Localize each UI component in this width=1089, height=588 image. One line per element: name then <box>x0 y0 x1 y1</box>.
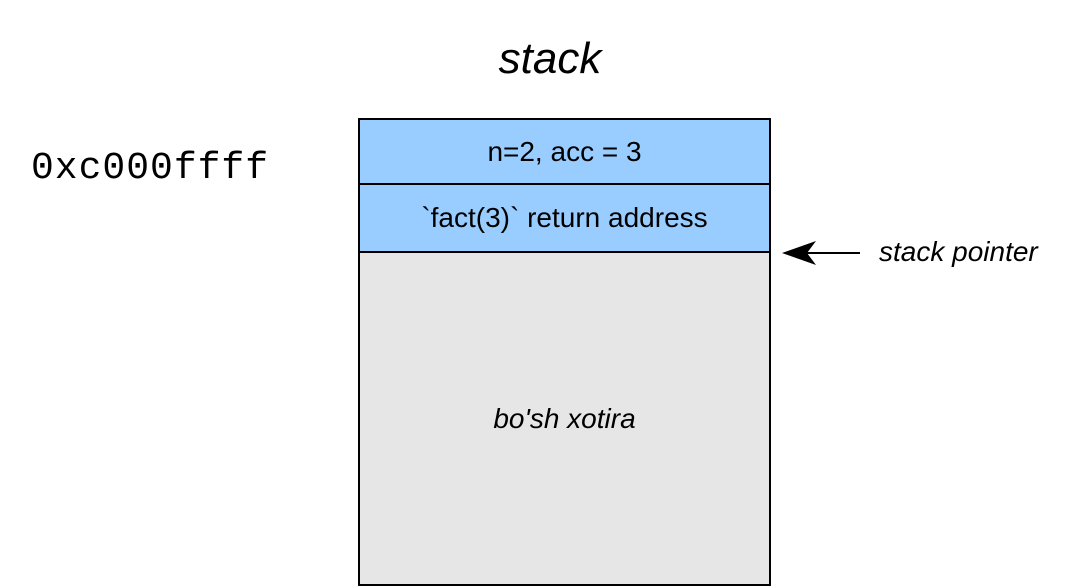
stack-pointer-arrow-icon <box>782 241 860 265</box>
stack-top-address: 0xc000ffff <box>31 147 270 190</box>
stack-container: n=2, acc = 3 `fact(3)` return address bo… <box>358 118 771 586</box>
stack-frame-return-address: `fact(3)` return address <box>360 185 769 253</box>
stack-frame-args-label: n=2, acc = 3 <box>487 135 642 167</box>
stack-pointer-label: stack pointer <box>879 236 1038 267</box>
stack-frame-args: n=2, acc = 3 <box>360 120 769 185</box>
free-memory-region: bo'sh xotira <box>360 253 769 584</box>
stack-frame-return-address-label: `fact(3)` return address <box>421 202 708 233</box>
diagram-title: stack <box>498 34 602 83</box>
free-memory-label: bo'sh xotira <box>493 402 636 434</box>
